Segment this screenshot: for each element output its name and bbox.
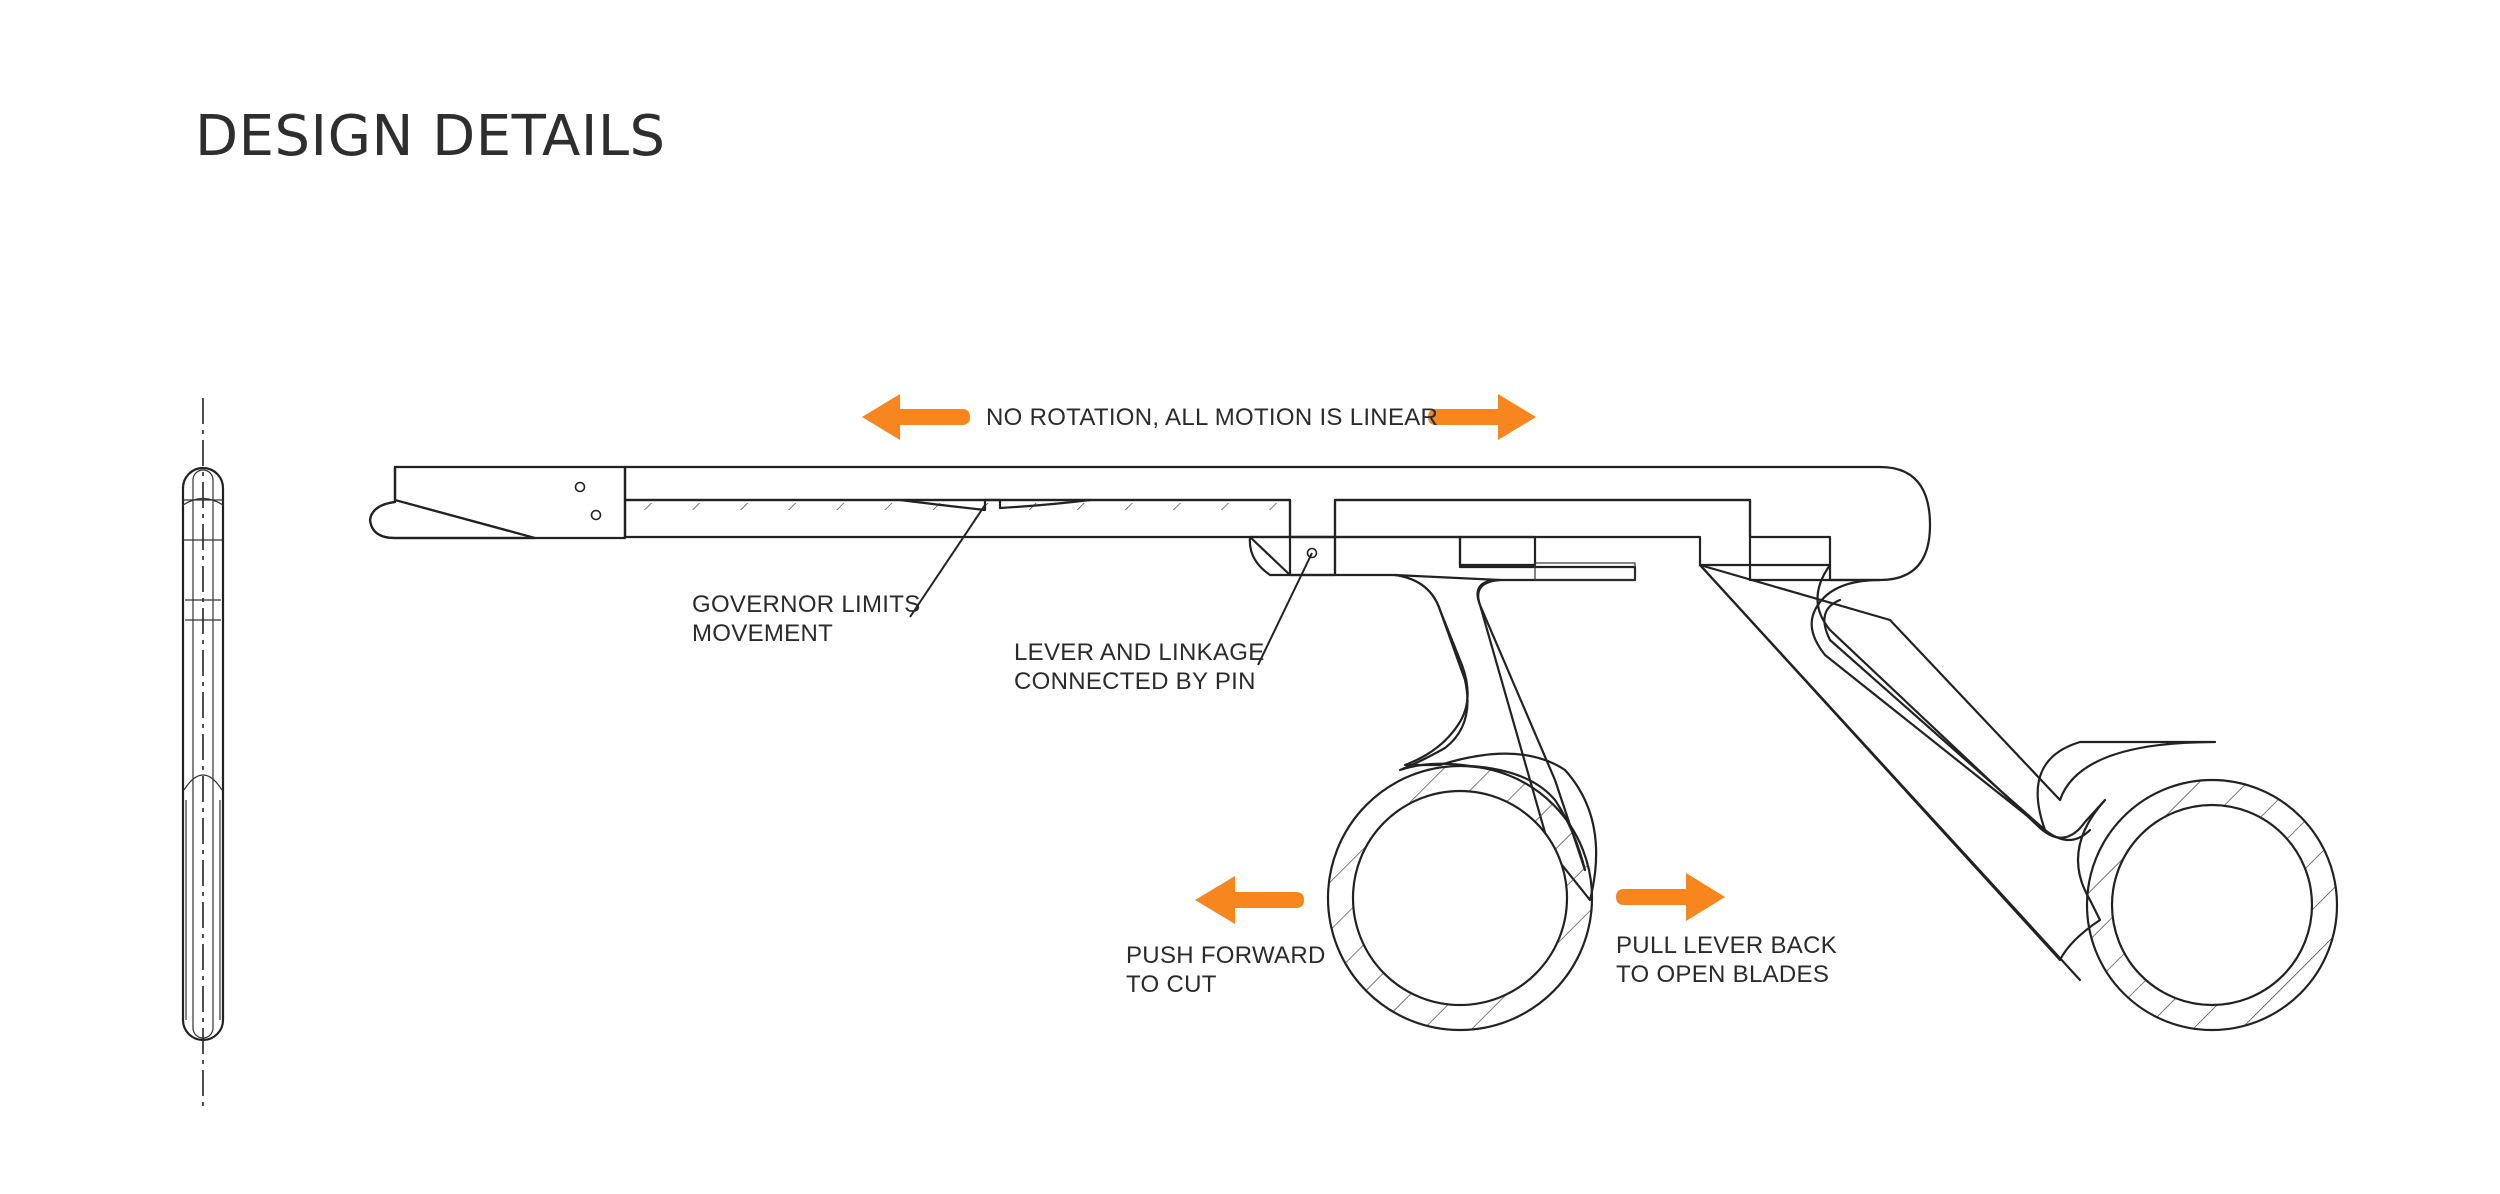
shaft-pin-hole-2	[590, 509, 602, 521]
lever-leader-line	[1257, 552, 1313, 666]
rear-arm-edge	[1698, 563, 2092, 982]
side-view-body	[181, 466, 225, 1042]
governor-leader-line	[909, 504, 986, 618]
side-view-ring-detail	[183, 774, 223, 1020]
shaft-main-body	[393, 465, 627, 540]
side-view	[181, 398, 225, 1110]
lever-arm	[1393, 573, 1587, 872]
side-view-head-detail	[182, 497, 224, 621]
push-label-line2: TO CUT	[1126, 971, 1217, 998]
governor-notch	[898, 498, 1092, 512]
pull-label-line1: PULL LEVER BACK	[1616, 932, 1837, 959]
shaft-pin-hole-1	[574, 481, 586, 493]
page-title: DESIGN DETAILS	[195, 104, 666, 169]
side-view-inner-channel	[192, 469, 214, 1039]
motion-label: NO ROTATION, ALL MOTION IS LINEAR	[986, 404, 1438, 431]
pull-label-line2: TO OPEN BLADES	[1616, 961, 1829, 988]
push-label-line1: PUSH FORWARD	[1126, 942, 1326, 969]
governor-label-line2: MOVEMENT	[692, 620, 833, 647]
arrow-left-icon	[862, 394, 970, 440]
arrow-right-icon	[1428, 394, 1536, 440]
front-finger-ring-inner	[1351, 789, 1569, 1007]
lever-label-line1: LEVER AND LINKAGE	[1014, 639, 1265, 666]
shaft-tip-outline	[368, 465, 537, 540]
linkage-plate	[1534, 562, 1636, 581]
lever-pivot-block	[1288, 535, 1337, 577]
section-view	[368, 465, 2339, 1032]
rear-finger-ring-inner	[2110, 803, 2314, 1007]
lever-lower-rim	[1248, 535, 1292, 577]
lever-label-line2: CONNECTED BY PIN	[1014, 668, 1256, 695]
motion-arrows	[862, 394, 1725, 924]
rear-arm	[1698, 563, 2107, 962]
rear-handle-body	[1333, 498, 2217, 832]
push-arrow-icon	[1195, 876, 1304, 924]
governor-label-line1: GOVERNOR LIMITS	[692, 591, 921, 618]
linkage-slot	[1458, 535, 1537, 567]
pull-arrow-icon	[1616, 873, 1725, 921]
